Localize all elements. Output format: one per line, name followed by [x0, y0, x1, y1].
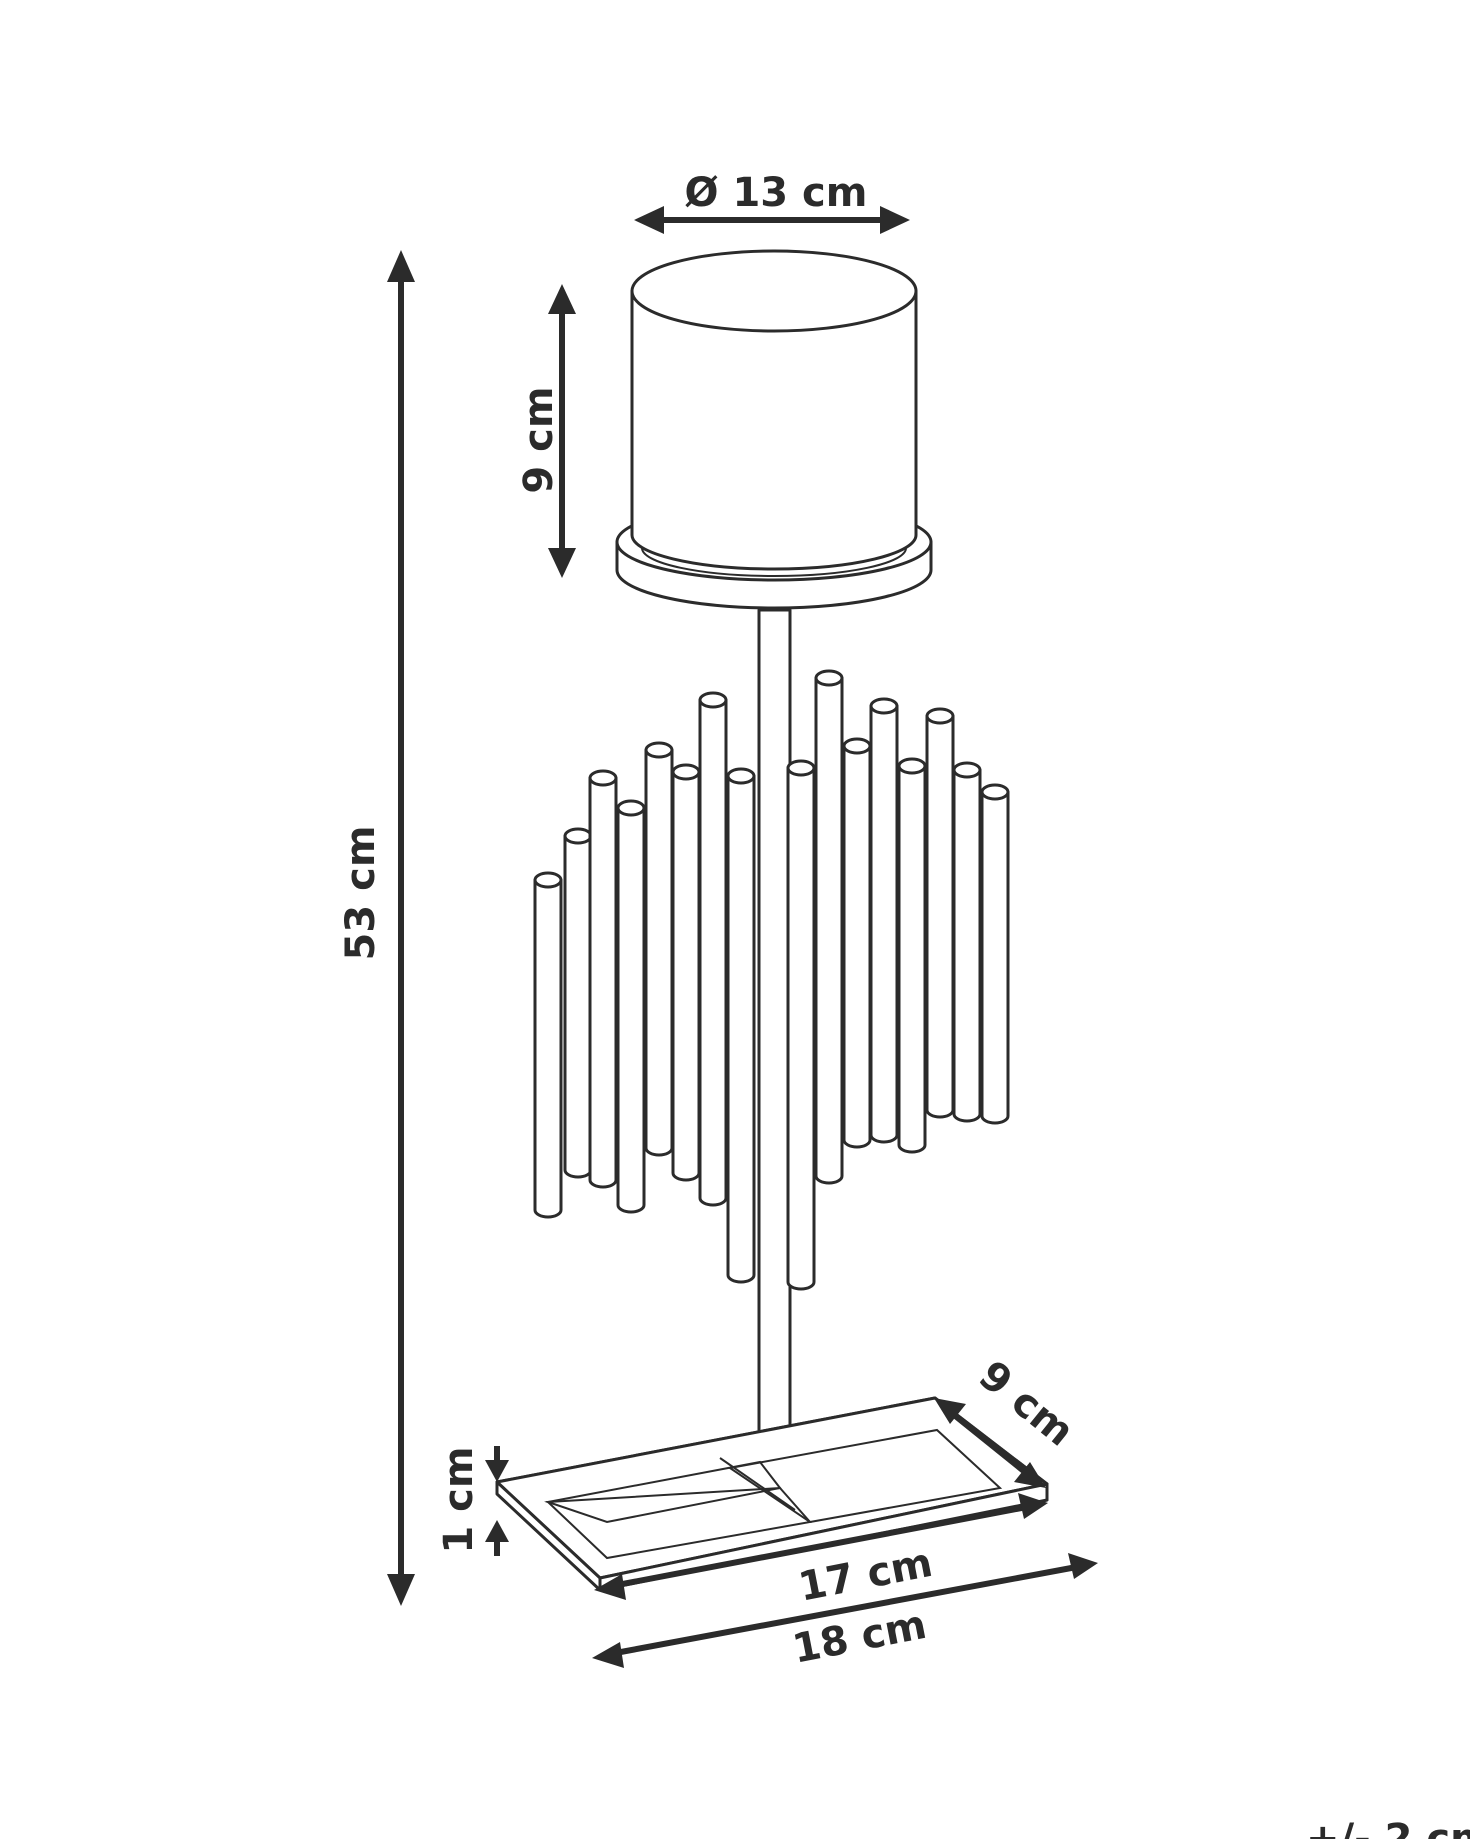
rod-cap-6	[671, 763, 701, 781]
total-height-label: 53 cm	[338, 826, 384, 961]
base-tray	[495, 1396, 1049, 1592]
rod-11	[842, 744, 872, 1149]
rod-cap-2	[563, 827, 593, 845]
dimension-lines	[387, 206, 1098, 1668]
rod-cap-16	[980, 783, 1010, 801]
outer-length-label: 18 cm	[789, 1602, 930, 1673]
rod-cap-5	[644, 741, 674, 759]
tolerance-label: +/- 2 cm	[1306, 1816, 1470, 1839]
rod-cap-4	[616, 799, 646, 817]
rod-14	[925, 714, 955, 1119]
rod-cap-10	[814, 669, 844, 687]
central-stem	[757, 608, 792, 1492]
rod-8	[726, 774, 756, 1284]
rod-cap-15	[952, 761, 982, 779]
rod-cap-9	[786, 759, 816, 777]
rod-2	[563, 834, 593, 1179]
rod-cap-1	[533, 871, 563, 889]
rod-cap-7	[698, 691, 728, 709]
rod-cap-14	[925, 707, 955, 725]
rod-1	[533, 878, 563, 1219]
rod-cap-11	[842, 737, 872, 755]
rod-6	[671, 770, 701, 1182]
decorative-rods	[533, 669, 1010, 1291]
diameter-label: Ø 13 cm	[685, 170, 868, 216]
rod-10	[814, 676, 844, 1185]
glass-height-label: 9 cm	[516, 386, 562, 493]
rod-cap-3	[588, 769, 618, 787]
rod-13	[897, 764, 927, 1154]
rod-cap-13	[897, 757, 927, 775]
rod-7	[698, 698, 728, 1207]
glass-cylinder	[630, 249, 918, 571]
rod-16	[980, 790, 1010, 1125]
rod-cap-8	[726, 767, 756, 785]
rod-3	[588, 776, 618, 1189]
rod-cap-12	[869, 697, 899, 715]
rod-15	[952, 768, 982, 1123]
rod-9	[786, 766, 816, 1291]
base-thickness-label: 1 cm	[436, 1446, 482, 1553]
rod-12	[869, 704, 899, 1144]
rod-4	[616, 806, 646, 1214]
candle-holder-illustration	[495, 249, 1049, 1592]
rod-5	[644, 748, 674, 1157]
